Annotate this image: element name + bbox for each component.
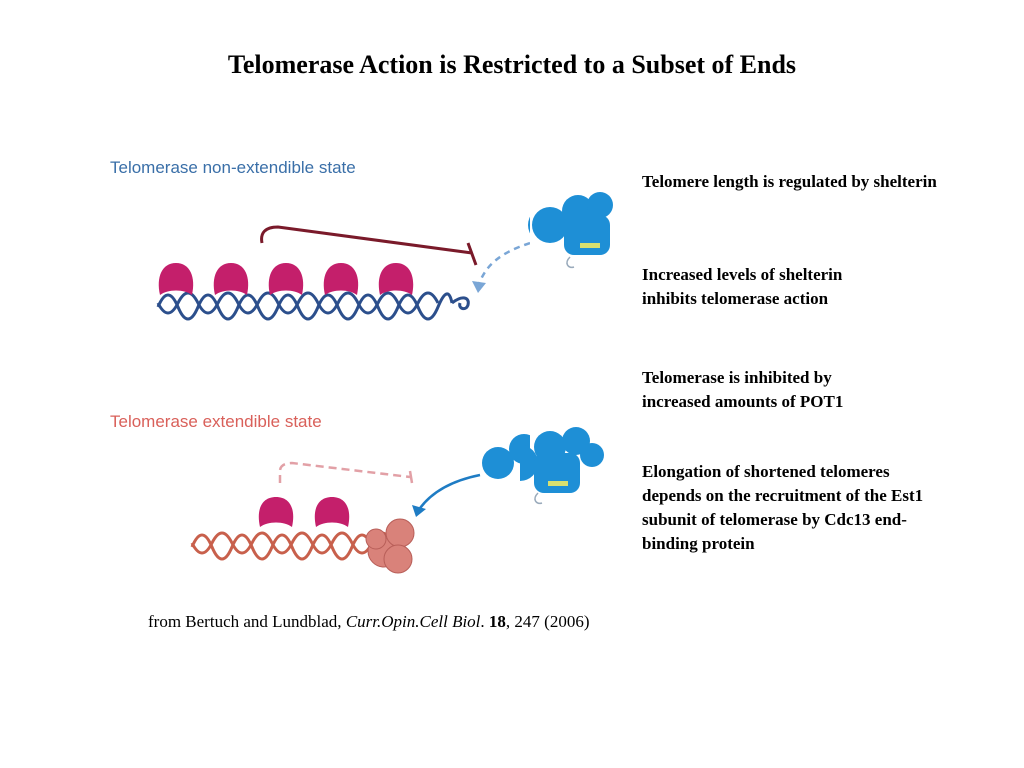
citation: from Bertuch and Lundblad, Curr.Opin.Cel… (148, 612, 590, 632)
dna-helix-extendible (190, 531, 394, 561)
weak-inhibition-line (278, 461, 411, 483)
bullet-est1-recruitment: Elongation of shortened telomeres depend… (642, 462, 924, 553)
non-extendible-state-label: Telomerase non-extendible state (110, 158, 356, 177)
shelterin-proteins-top (158, 263, 414, 295)
citation-volume: 18 (488, 612, 506, 631)
telomerase-recruitment-arrowhead (412, 505, 426, 517)
shelterin-proteins-bottom (258, 497, 350, 527)
citation-journal: Curr.Opin.Cell Biol (345, 612, 481, 631)
telomerase-approach-arrowhead (472, 281, 486, 293)
weak-inhibition-bar (408, 470, 414, 484)
extendible-state-label: Telomerase extendible state (110, 412, 322, 431)
telomerase-enzyme-top (528, 216, 530, 234)
citation-pages-year: , 247 (2006) (505, 612, 590, 631)
citation-separator: . (480, 612, 489, 631)
end-binding-protein (365, 518, 415, 574)
inhibition-line (260, 225, 473, 255)
telomerase-approach-arrow (476, 241, 530, 288)
citation-prefix: from Bertuch and Lundblad, (148, 612, 346, 631)
telomerase-recruitment-arrow (416, 473, 481, 512)
inhibition-bar (466, 242, 478, 266)
bullet-shelterin-regulation: Telomere length is regulated by shelteri… (642, 172, 937, 191)
bullet-shelterin-inhibits: Increased levels of shelterin inhibits t… (642, 265, 843, 308)
telomerase-diagram: Telomerase non-extendible state Telomera… (110, 158, 530, 574)
slide-title: Telomerase Action is Restricted to a Sub… (227, 50, 797, 79)
telomerase-enzymes-overflow (520, 192, 613, 505)
dna-helix-non-extendible (156, 291, 470, 321)
bullet-pot1-inhibits: Telomerase is inhibited by increased amo… (642, 368, 844, 411)
